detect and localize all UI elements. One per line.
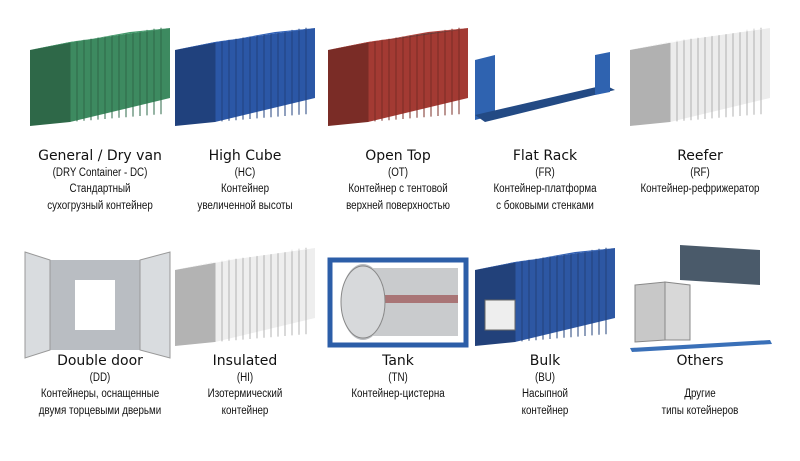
container-description: верхней поверхностью: [346, 200, 450, 212]
container-description: Контейнер с тентовой: [348, 183, 448, 195]
container-title: Tank: [382, 353, 414, 369]
container-title: Double door: [57, 353, 143, 369]
container-title: Reefer: [677, 148, 723, 164]
container-double-door-image: [24, 251, 171, 359]
container-bulk-image: [475, 247, 615, 346]
container-title: Flat Rack: [512, 148, 578, 164]
container-flat-rack-image: [475, 52, 615, 122]
container-description: Другие: [684, 388, 716, 400]
container-description: увеличенной высоты: [197, 200, 293, 212]
container-caption: Open Top (OT) Контейнер с тентовой верхней …: [308, 148, 488, 215]
container-caption: General / Dry van (DRY Container - DC) Ста…: [10, 148, 190, 215]
container-tank-image: [327, 257, 469, 348]
container-insulated-image: [175, 247, 315, 346]
container-title: General / Dry van: [38, 148, 162, 164]
container-caption: Bulk (BU) Насыпной контейнер: [455, 353, 635, 420]
container-description: двумя торцевыми дверьми: [38, 405, 162, 417]
container-description: Контейнер: [220, 183, 270, 195]
container-title: Others: [676, 353, 724, 369]
container-caption: Double door (DD) Контейнеры, оснащенные дву…: [10, 353, 190, 420]
container-description: Контейнер-платформа: [493, 183, 597, 195]
container-code: (DD): [89, 372, 111, 384]
container-description: Контейнер-рефрижератор: [640, 183, 760, 195]
container-caption: Flat Rack (FR) Контейнер-платформа с боковы…: [455, 148, 635, 215]
container-description: Стандартный: [69, 183, 131, 195]
container-caption: Others Другие типы котейнеров: [610, 353, 790, 420]
container-title: Bulk: [529, 353, 561, 369]
container-description: контейнер: [221, 405, 269, 417]
container-title: Open Top: [365, 148, 431, 164]
container-description: Контейнер-цистерна: [351, 388, 445, 400]
container-code: (HI): [236, 372, 254, 384]
container-code: (DRY Container - DC): [52, 167, 148, 179]
container-open-top-image: [328, 27, 468, 126]
container-description: Насыпной: [521, 388, 569, 400]
container-description: типы котейнеров: [661, 405, 739, 417]
container-code: (FR): [535, 167, 555, 179]
container-caption: Reefer (RF) Контейнер-рефрижератор: [610, 148, 790, 198]
container-caption: Tank (TN) Контейнер-цистерна: [308, 353, 488, 403]
container-code: (HC): [234, 167, 256, 179]
container-description: Контейнеры, оснащенные: [40, 388, 160, 400]
container-caption: High Cube (HC) Контейнер увеличенной высоты: [155, 148, 335, 215]
container-reefer-image: [630, 27, 770, 126]
container-code: (OT): [387, 167, 409, 179]
container-description: сухогрузный контейнер: [47, 200, 153, 212]
container-description: Изотермический: [207, 388, 283, 400]
container-general-dry-van-image: [30, 27, 170, 126]
container-description: контейнер: [521, 405, 569, 417]
container-others-image: [630, 245, 772, 352]
container-description: с боковыми стенками: [496, 200, 594, 212]
container-title: High Cube: [208, 148, 282, 164]
container-code: (TN): [388, 372, 408, 384]
container-code: (RF): [690, 167, 710, 179]
container-code: (BU): [534, 372, 556, 384]
container-high-cube-image: [175, 27, 315, 126]
container-caption: Insulated (HI) Изотермический контейнер: [155, 353, 335, 420]
container-title: Insulated: [212, 353, 278, 369]
